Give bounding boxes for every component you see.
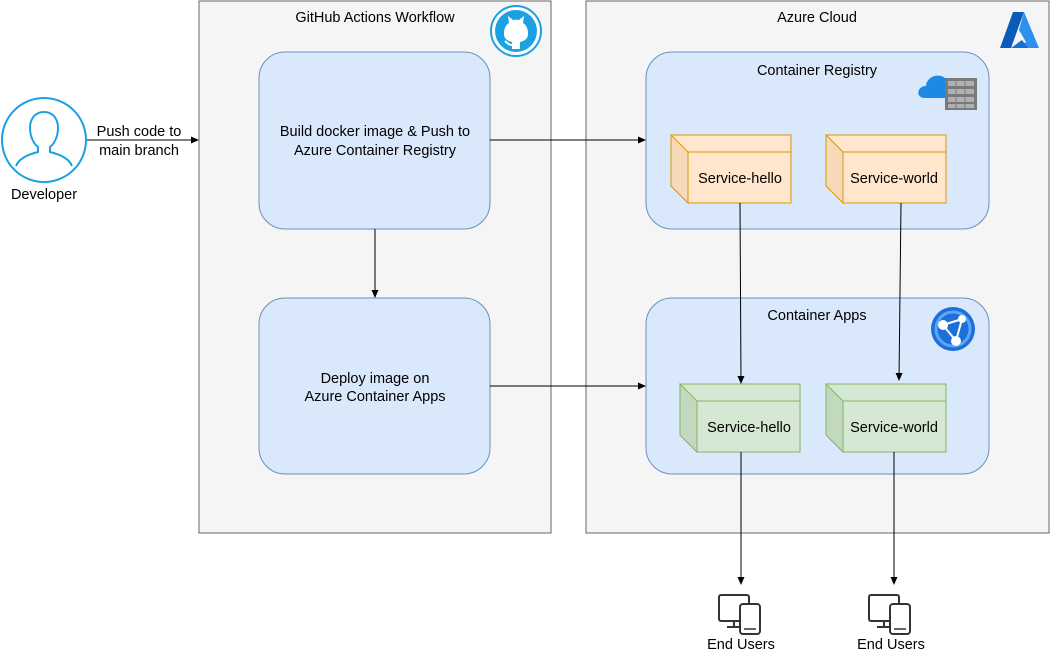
build-step-line2: Azure Container Registry xyxy=(294,143,457,159)
registry-service-hello-label: Service-hello xyxy=(698,171,782,187)
github-octocat-icon xyxy=(490,5,542,57)
end-users-devices-icon xyxy=(868,594,911,635)
container-registry-icon xyxy=(918,75,977,110)
deploy-step: Deploy image on Azure Container Apps xyxy=(258,297,491,475)
container-apps-icon xyxy=(931,307,975,351)
registry-service-world: Service-world xyxy=(824,134,947,205)
developer-label: Developer xyxy=(11,187,77,203)
end-users-label-1: End Users xyxy=(707,637,775,653)
developer-icon xyxy=(1,97,87,183)
build-step-line1: Build docker image & Push to xyxy=(280,124,470,140)
azure-panel-title: Azure Cloud xyxy=(777,10,857,26)
container-registry-title: Container Registry xyxy=(757,63,878,79)
container-apps-title: Container Apps xyxy=(767,308,866,324)
push-edge-label-line1: Push code to xyxy=(97,124,182,140)
apps-service-hello: Service-hello xyxy=(678,383,801,454)
apps-service-hello-label: Service-hello xyxy=(707,420,791,436)
apps-service-world: Service-world xyxy=(824,383,947,454)
registry-service-hello: Service-hello xyxy=(669,134,792,205)
deploy-step-line1: Deploy image on xyxy=(321,371,430,387)
end-users-label-2: End Users xyxy=(857,637,925,653)
push-edge-label-line2: main branch xyxy=(99,143,179,159)
build-push-step: Build docker image & Push to Azure Conta… xyxy=(258,51,491,230)
arrow-registry-world-to-apps-world xyxy=(895,202,903,381)
end-users-devices-icon xyxy=(718,594,761,635)
azure-logo-icon xyxy=(1000,12,1039,48)
deploy-step-line2: Azure Container Apps xyxy=(304,389,445,405)
apps-service-world-label: Service-world xyxy=(850,420,938,436)
registry-service-world-label: Service-world xyxy=(850,171,938,187)
arrow-registry-hello-to-apps-hello xyxy=(737,202,745,384)
github-panel-title: GitHub Actions Workflow xyxy=(295,10,455,26)
